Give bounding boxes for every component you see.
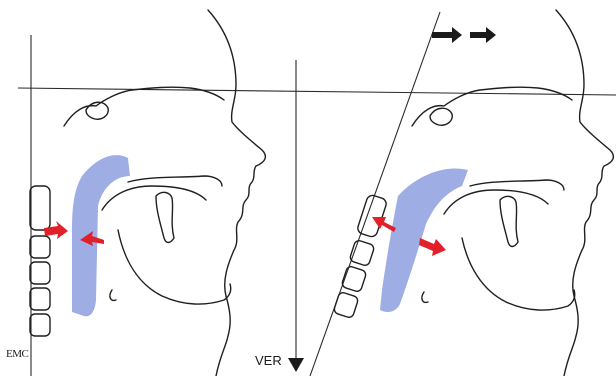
right-panel (288, 10, 613, 376)
top-right-arrow-1 (432, 27, 462, 43)
right-vertebrae (333, 194, 388, 319)
left-hyoid (110, 290, 116, 300)
top-right-arrow-2 (470, 27, 496, 43)
left-vertebrae (30, 186, 50, 336)
right-face-profile (556, 10, 613, 376)
ver-axis-arrowhead (288, 358, 304, 372)
ver-axis-label: VER (255, 354, 282, 367)
right-tongue (444, 190, 548, 214)
left-tongue (102, 186, 206, 210)
right-orbit (430, 108, 452, 125)
emc-logo: EMC (6, 348, 28, 361)
right-red-arrow-down-right (419, 238, 446, 256)
left-tooth (156, 192, 174, 242)
right-tooth (500, 196, 518, 246)
right-mandible (462, 238, 575, 310)
left-airway (72, 155, 130, 316)
right-palate (470, 180, 564, 190)
left-face-profile (208, 10, 265, 376)
right-hyoid (422, 292, 428, 302)
left-palate (128, 176, 222, 186)
left-mandible (118, 230, 231, 304)
right-red-arrow-up-left (372, 217, 396, 232)
horizontal-reference-line (18, 88, 616, 95)
